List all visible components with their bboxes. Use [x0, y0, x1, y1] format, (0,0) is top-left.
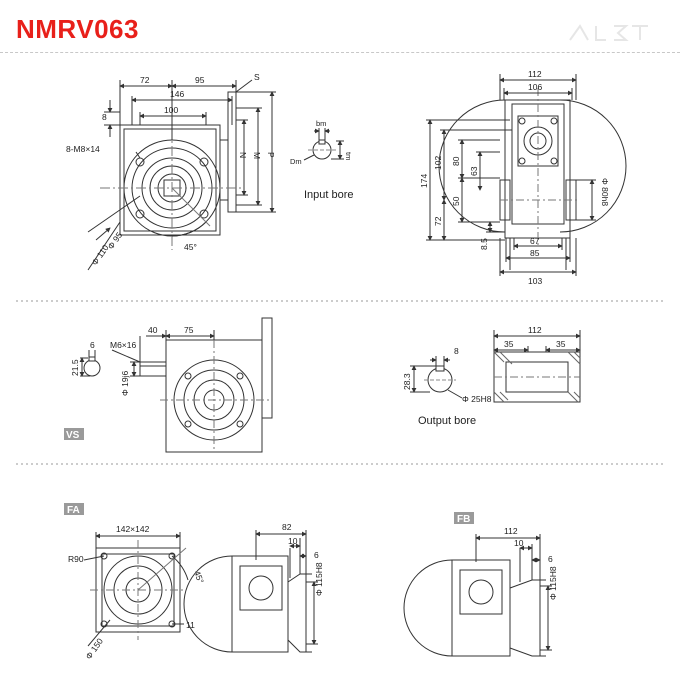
- dim-6-vs: 6: [90, 340, 95, 350]
- input-bore-detail: [303, 128, 344, 161]
- fa-side-view: [183, 530, 318, 653]
- dim-6-fb: 6: [548, 554, 553, 564]
- dim-21-5: 21.5: [70, 359, 80, 376]
- dim-72: 72: [140, 75, 150, 85]
- dim-d150: Φ 150: [83, 636, 105, 661]
- dim-tm: tm: [344, 152, 353, 160]
- input-flange: [227, 91, 237, 213]
- vs-tag: VS: [64, 428, 84, 441]
- dim-dm: Dm: [290, 157, 302, 166]
- thread-callout: 8-M8×14: [66, 144, 100, 154]
- dim-d25h8: Φ 25H8: [462, 394, 492, 404]
- dim-6-fa: 6: [314, 550, 319, 560]
- dim-8: 8: [102, 112, 107, 122]
- output-bore-detail: [410, 356, 463, 399]
- dim-35-right: 35: [556, 339, 566, 349]
- fb-side-view: [403, 534, 552, 657]
- dim-d19j6: Φ 19j6: [120, 371, 130, 396]
- dim-103: 103: [528, 276, 542, 286]
- input-bore-labels: bm Dm tm Input bore: [290, 119, 354, 201]
- output-bore-title: Output bore: [418, 415, 476, 427]
- dim-72-side: 72: [433, 216, 443, 226]
- fa-flange-front: [83, 532, 189, 647]
- dim-bm: bm: [316, 119, 326, 128]
- side-housing-arc: [438, 99, 506, 233]
- vs-view: [79, 317, 273, 453]
- fa-tag-label: FA: [67, 505, 80, 516]
- dim-95: 95: [195, 75, 205, 85]
- dim-100: 100: [164, 105, 178, 115]
- title-divider: [0, 52, 680, 53]
- fa-side-labels: 82 10 6 Φ 115H8: [282, 522, 324, 596]
- vs-view-labels: 6 21.5 M6×16 40 75 Φ 19j6: [70, 325, 194, 396]
- dim-45deg-fa: 45°: [192, 569, 206, 585]
- dim-d115h8-fa: Φ 115H8: [314, 562, 324, 596]
- dim-8-key: 8: [454, 346, 459, 356]
- housing-inner: [123, 128, 217, 232]
- watermark-logo: [569, 24, 648, 41]
- input-bore-title: Input bore: [304, 189, 354, 201]
- dim-50: 50: [451, 196, 461, 206]
- front-view: [87, 79, 276, 271]
- dim-10-fb: 10: [514, 538, 524, 548]
- dim-45deg: 45°: [184, 242, 197, 252]
- dim-82: 82: [282, 522, 292, 532]
- dim-35-left: 35: [504, 339, 514, 349]
- dim-40: 40: [148, 325, 158, 335]
- output-shaft-section: [493, 330, 581, 403]
- dim-80: 80: [451, 156, 461, 166]
- dim-s: S: [254, 72, 260, 82]
- dim-n: N: [238, 152, 248, 158]
- dim-p: P: [266, 152, 276, 158]
- dim-112-fb: 112: [504, 526, 518, 536]
- side-view-labels: 112 106 174 102 80 63 72 50 8.5 Φ 80h8 6…: [419, 69, 610, 286]
- dim-67: 67: [530, 236, 540, 246]
- fb-tag: FB: [454, 512, 474, 525]
- dim-d115h8-fb: Φ 115H8: [548, 566, 558, 600]
- dim-112-out: 112: [528, 325, 542, 335]
- output-labels: 8 28.3 Φ 25H8 112 35 35 Output bore: [402, 325, 566, 427]
- dim-m: M: [252, 152, 262, 159]
- dim-10-fa: 10: [288, 536, 298, 546]
- housing-outline: [119, 124, 221, 236]
- thread-m6: M6×16: [110, 340, 136, 350]
- dim-85: 85: [530, 248, 540, 258]
- dim-146: 146: [170, 89, 184, 99]
- fb-side-labels: 112 10 6 Φ 115H8: [504, 526, 558, 600]
- dim-8-5: 8.5: [479, 238, 489, 250]
- dim-75: 75: [184, 325, 194, 335]
- vs-tag-label: VS: [66, 430, 80, 441]
- fa-tag: FA: [64, 503, 84, 516]
- dim-11: 11: [186, 620, 195, 630]
- dim-r90: R90: [68, 554, 84, 564]
- page-title: NMRV063: [16, 14, 139, 44]
- dim-112: 112: [528, 69, 542, 79]
- dim-106: 106: [528, 82, 542, 92]
- dim-63: 63: [469, 166, 479, 176]
- dim-102: 102: [433, 156, 443, 170]
- dim-d80h8: Φ 80h8: [600, 178, 610, 206]
- dim-28-3: 28.3: [402, 373, 412, 390]
- fb-tag-label: FB: [457, 514, 470, 525]
- side-view: [426, 74, 627, 276]
- dim-142x142: 142×142: [116, 524, 150, 534]
- dim-174: 174: [419, 174, 429, 188]
